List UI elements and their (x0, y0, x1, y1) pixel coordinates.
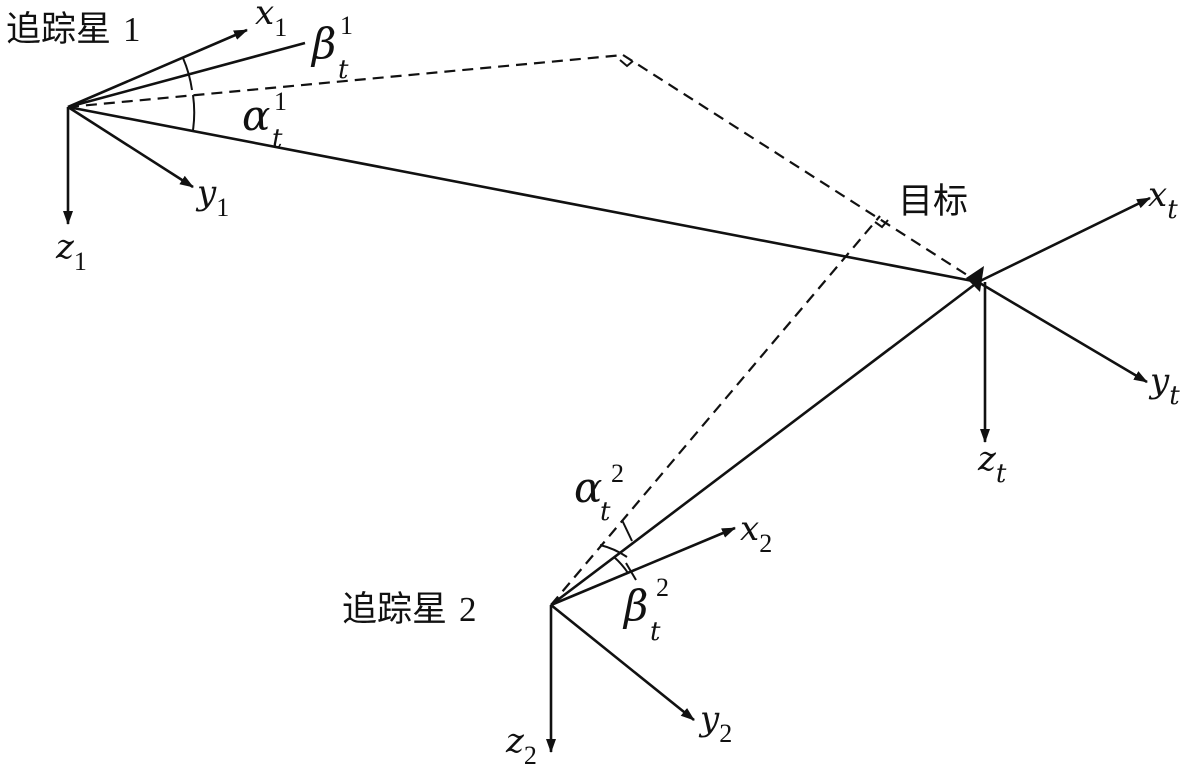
chaser1-beta-line (67, 41, 306, 109)
chaser2-beta-tick (625, 562, 637, 581)
svg-text:2: 2 (656, 573, 669, 602)
chaser2-frame (546, 519, 736, 753)
svg-text:α: α (242, 91, 270, 140)
svg-text:1: 1 (340, 11, 353, 40)
target-z-label: zt (977, 439, 1007, 489)
target-title: 目标 (898, 182, 968, 222)
right-angle-marker-1 (619, 59, 634, 68)
svg-text:2: 2 (611, 459, 624, 488)
projection-1-dashed (67, 53, 624, 109)
chaser1-frame (63, 28, 306, 225)
chaser2-y-label: y2 (698, 699, 732, 748)
angle-beta2-label: β 2 t (622, 573, 669, 647)
target-x-label: xt (1148, 175, 1178, 225)
chaser2-beta-arc (613, 556, 629, 574)
target-frame (966, 196, 1151, 443)
svg-text:α: α (574, 463, 602, 512)
chaser1-alpha-arc (192, 94, 196, 131)
los-chaser1-target (67, 105, 979, 284)
target-y-label: yt (1148, 361, 1180, 411)
target-point (966, 266, 984, 292)
angle-alpha2-label: α 2 t (574, 459, 624, 527)
svg-text:t: t (338, 55, 349, 85)
target-y-axis (977, 280, 1148, 384)
chaser2-x-axis (550, 526, 736, 607)
chaser1-beta-arc (182, 57, 193, 91)
projection-1-drop (622, 54, 979, 283)
chaser1-z-label: z1 (55, 227, 87, 276)
chaser1-y-label: y1 (195, 173, 229, 222)
chaser1-y-axis (67, 105, 194, 189)
angle-alpha1-label: α 1 t (242, 87, 287, 154)
chaser2-y-axis (550, 603, 695, 722)
svg-text:t: t (650, 617, 661, 647)
svg-text:t: t (600, 497, 611, 527)
chaser1-x-axis (67, 28, 248, 109)
chaser1-x-label: x1 (255, 0, 287, 42)
target-x-axis (977, 196, 1151, 284)
chaser2-alpha-arc (599, 544, 628, 558)
svg-text:β: β (310, 19, 336, 68)
chaser2-z-label: z2 (505, 721, 537, 770)
los-chaser2-target (550, 280, 979, 607)
projection-2-dashed (550, 215, 881, 606)
chaser2-x-label: x2 (740, 509, 772, 558)
chaser2-alpha-tick (621, 519, 633, 542)
angle-beta1-label: β 1 t (310, 11, 353, 85)
sight-lines (67, 53, 979, 607)
right-angle-marker-2 (874, 219, 889, 229)
svg-text:β: β (622, 581, 648, 630)
svg-text:1: 1 (274, 87, 287, 116)
svg-text:t: t (272, 124, 283, 154)
